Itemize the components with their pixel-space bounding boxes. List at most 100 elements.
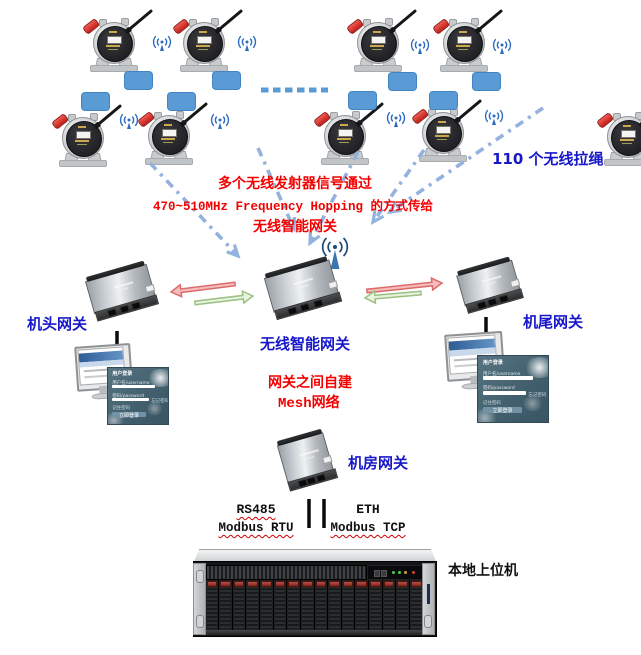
- drive-latch: [206, 581, 218, 587]
- drive-bay: [300, 580, 314, 630]
- forgot-link[interactable]: 忘记密码: [151, 399, 169, 405]
- drive-latch: [329, 581, 340, 587]
- gateway-room-label: 机房网关: [348, 454, 409, 472]
- wireless-pullcord-sensor: [429, 9, 519, 76]
- sensor-antenna: [392, 9, 417, 31]
- username-label: 用户名/username: [482, 371, 521, 377]
- sensor-tag: [124, 71, 153, 90]
- data-flow-arrow: [363, 289, 422, 305]
- server-label: 本地上位机: [448, 563, 518, 579]
- drive-bay: [219, 580, 232, 630]
- drive-latch: [356, 581, 367, 587]
- sensor-base: [604, 159, 641, 166]
- sensor-antenna: [128, 9, 153, 31]
- sensor-display: [435, 126, 451, 134]
- data-flow-arrow: [193, 290, 255, 306]
- rs485-label: RS485: [236, 502, 276, 517]
- server-rail: [204, 630, 424, 635]
- drive-bay: [355, 580, 368, 630]
- wireless-pullcord-sensor: [310, 102, 400, 169]
- drive-bay: [314, 580, 328, 630]
- drive-bay: [232, 580, 246, 630]
- sensor-display: [75, 131, 91, 139]
- sensor-antenna: [478, 9, 503, 31]
- sensor-base: [440, 65, 488, 72]
- sensor-display: [370, 36, 386, 44]
- sensor-base: [59, 160, 107, 167]
- sensor-base: [180, 65, 228, 72]
- data-flow-arrow: [169, 281, 237, 298]
- wireless-pullcord-sensor: [593, 108, 641, 170]
- sensor-tag: [472, 72, 501, 91]
- forgot-link[interactable]: 忘记密码: [528, 392, 547, 398]
- server-right-ear: [422, 563, 435, 635]
- gateway-center-label: 无线智能网关: [260, 335, 351, 353]
- gateway-tail-label: 机尾网关: [523, 313, 584, 331]
- sensor-antenna: [218, 9, 243, 31]
- sensor-base: [90, 65, 138, 72]
- mesh-note-line2: Mesh网络: [278, 396, 340, 412]
- wireless-pullcord-sensor: [343, 9, 433, 76]
- drive-latch: [274, 581, 286, 587]
- drive-bay: [341, 580, 355, 630]
- password-input[interactable]: [482, 390, 527, 395]
- password-label: 密码/password: [482, 386, 515, 392]
- modbus-rtu-label: Modbus RTU: [218, 521, 294, 535]
- sensor-tag: [388, 72, 417, 91]
- data-flow-arrow: [365, 276, 444, 294]
- username-label: 用户名/username: [112, 381, 150, 387]
- wireless-pullcord-sensor: [169, 9, 259, 76]
- sensor-base: [354, 65, 402, 72]
- drive-latch: [220, 581, 231, 587]
- mesh-note-line1: 网关之间自建: [268, 375, 352, 391]
- server-vent-mesh: [206, 565, 367, 580]
- sensor-count-label: 110 个无线拉绳: [492, 150, 604, 168]
- drive-bay: [369, 580, 382, 630]
- server-io-panel: [367, 565, 424, 580]
- drive-bay: [260, 580, 273, 630]
- gateway-tail-device: [455, 256, 525, 314]
- drive-latch: [261, 581, 272, 587]
- server-brand-strip: [427, 584, 430, 604]
- login-screen-left: 用户登录 用户名/username 密码/password 忘记密码 记住密码 …: [107, 367, 169, 425]
- login-button[interactable]: 立即登录: [112, 411, 146, 419]
- server-drive-bays: [205, 580, 423, 630]
- gateway-room-device: [276, 428, 338, 492]
- drive-bay: [396, 580, 409, 630]
- sensor-display: [106, 36, 122, 44]
- sensor-base: [145, 158, 193, 165]
- drive-latch: [301, 581, 313, 587]
- login-screen-right: 用户登录 用户名/username 密码/password 忘记密码 记住密码 …: [477, 355, 549, 423]
- wireless-pullcord-sensor: [134, 102, 224, 169]
- drive-bay: [409, 580, 423, 630]
- drive-latch: [397, 581, 408, 587]
- drive-latch: [247, 581, 258, 587]
- sensor-tag: [212, 71, 241, 90]
- drive-latch: [342, 581, 354, 587]
- username-input[interactable]: [112, 385, 156, 389]
- sensor-tag: [167, 92, 196, 111]
- login-title: 用户登录: [112, 371, 133, 378]
- remember-checkbox[interactable]: 记住密码: [482, 400, 501, 406]
- wireless-pullcord-sensor: [79, 9, 169, 76]
- wireless-pullcord-sensor: [408, 99, 498, 166]
- red-note-line2: 470~510MHz Frequency Hopping 的方式传给: [152, 200, 434, 214]
- eth-label: ETH: [356, 502, 380, 517]
- drive-bay: [328, 580, 341, 630]
- sensor-base: [321, 158, 369, 165]
- sensor-tag: [81, 92, 110, 111]
- drive-bay: [287, 580, 300, 630]
- password-input[interactable]: [112, 397, 150, 401]
- drive-bay: [205, 580, 219, 630]
- red-note-line1: 多个无线发射器信号通过: [218, 176, 372, 192]
- remember-checkbox[interactable]: 记住密码: [112, 405, 131, 411]
- sensor-antenna: [457, 99, 482, 121]
- login-button[interactable]: 立即登录: [482, 407, 523, 414]
- username-input[interactable]: [482, 376, 534, 381]
- server-left-ear: [193, 563, 206, 635]
- drive-latch: [288, 581, 299, 587]
- drive-latch: [410, 581, 422, 587]
- sensor-display: [456, 36, 472, 44]
- drive-bay: [273, 580, 287, 630]
